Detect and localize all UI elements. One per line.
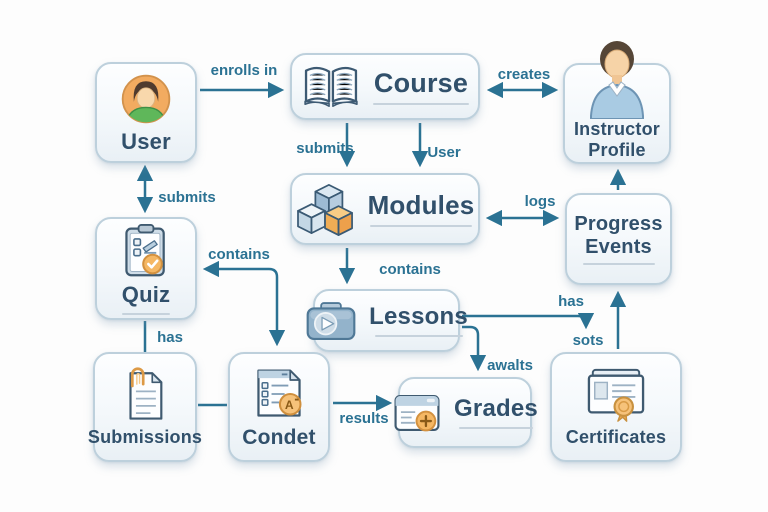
node-course: Course: [290, 53, 480, 120]
node-user: User: [95, 62, 197, 163]
edge-label-awalts: awalts: [487, 357, 533, 374]
node-quiz-label: Quiz: [121, 282, 171, 308]
svg-text:A: A: [285, 398, 294, 412]
edge-lessons-certificates: [462, 313, 595, 330]
edge-label-enrolls-in: enrolls in: [210, 62, 278, 79]
graded-form-icon: A: [251, 365, 307, 423]
node-instructor-label: Instructor Profile: [573, 119, 660, 160]
node-grades: Grades: [394, 377, 538, 448]
node-modules: Modules: [290, 173, 480, 245]
edge-label-contains-quiz: contains: [208, 246, 270, 263]
edge-quiz-condet: [202, 260, 286, 347]
edge-label-has-quiz: has: [157, 329, 183, 346]
node-progress-label: Progress Events: [574, 213, 663, 258]
node-condet-label: Condet: [242, 425, 316, 449]
edge-label-has-lessons: has: [558, 293, 584, 310]
node-user-label: User: [121, 128, 171, 154]
progress-underline: [582, 262, 655, 265]
node-quiz: Quiz: [95, 217, 197, 320]
edge-label-submits-course: submits: [296, 140, 354, 157]
edge-label-logs: logs: [524, 193, 556, 210]
edge-label-results: results: [339, 410, 389, 427]
edge-label-user-course: User: [427, 144, 461, 161]
document-paperclip-icon: [119, 366, 171, 424]
node-grades-label: Grades: [454, 394, 538, 422]
node-instructor-profile: Instructor Profile: [563, 41, 671, 164]
node-condet: A Condet: [228, 352, 330, 462]
instructor-bust-icon: [578, 37, 656, 120]
edge-label-contains-modules: contains: [379, 261, 441, 278]
node-lessons: Lessons: [306, 289, 468, 352]
cubes-icon: [296, 181, 356, 237]
node-progress-events: Progress Events: [565, 193, 672, 285]
node-certificates: Certificates: [550, 352, 682, 462]
node-course-label: Course: [373, 67, 469, 98]
lessons-underline: [374, 335, 463, 338]
quiz-underline: [122, 312, 170, 315]
course-underline: [373, 103, 469, 106]
open-book-icon: [301, 63, 361, 111]
edge-label-sots: sots: [572, 332, 604, 349]
user-avatar-icon: [118, 71, 174, 127]
video-play-icon: [305, 299, 357, 343]
modules-underline: [369, 225, 472, 228]
node-submissions-label: Submissions: [87, 427, 203, 448]
edge-label-creates: creates: [497, 66, 551, 83]
edge-label-submits-quiz: submits: [158, 189, 216, 206]
certificate-ribbon-icon: [583, 366, 649, 424]
grades-underline: [459, 427, 533, 430]
clipboard-check-icon: [119, 222, 173, 280]
node-modules-label: Modules: [367, 189, 475, 220]
node-certificates-label: Certificates: [565, 427, 667, 448]
node-lessons-label: Lessons: [369, 302, 468, 330]
node-submissions: Submissions: [88, 352, 202, 462]
window-plus-icon: [392, 390, 442, 436]
